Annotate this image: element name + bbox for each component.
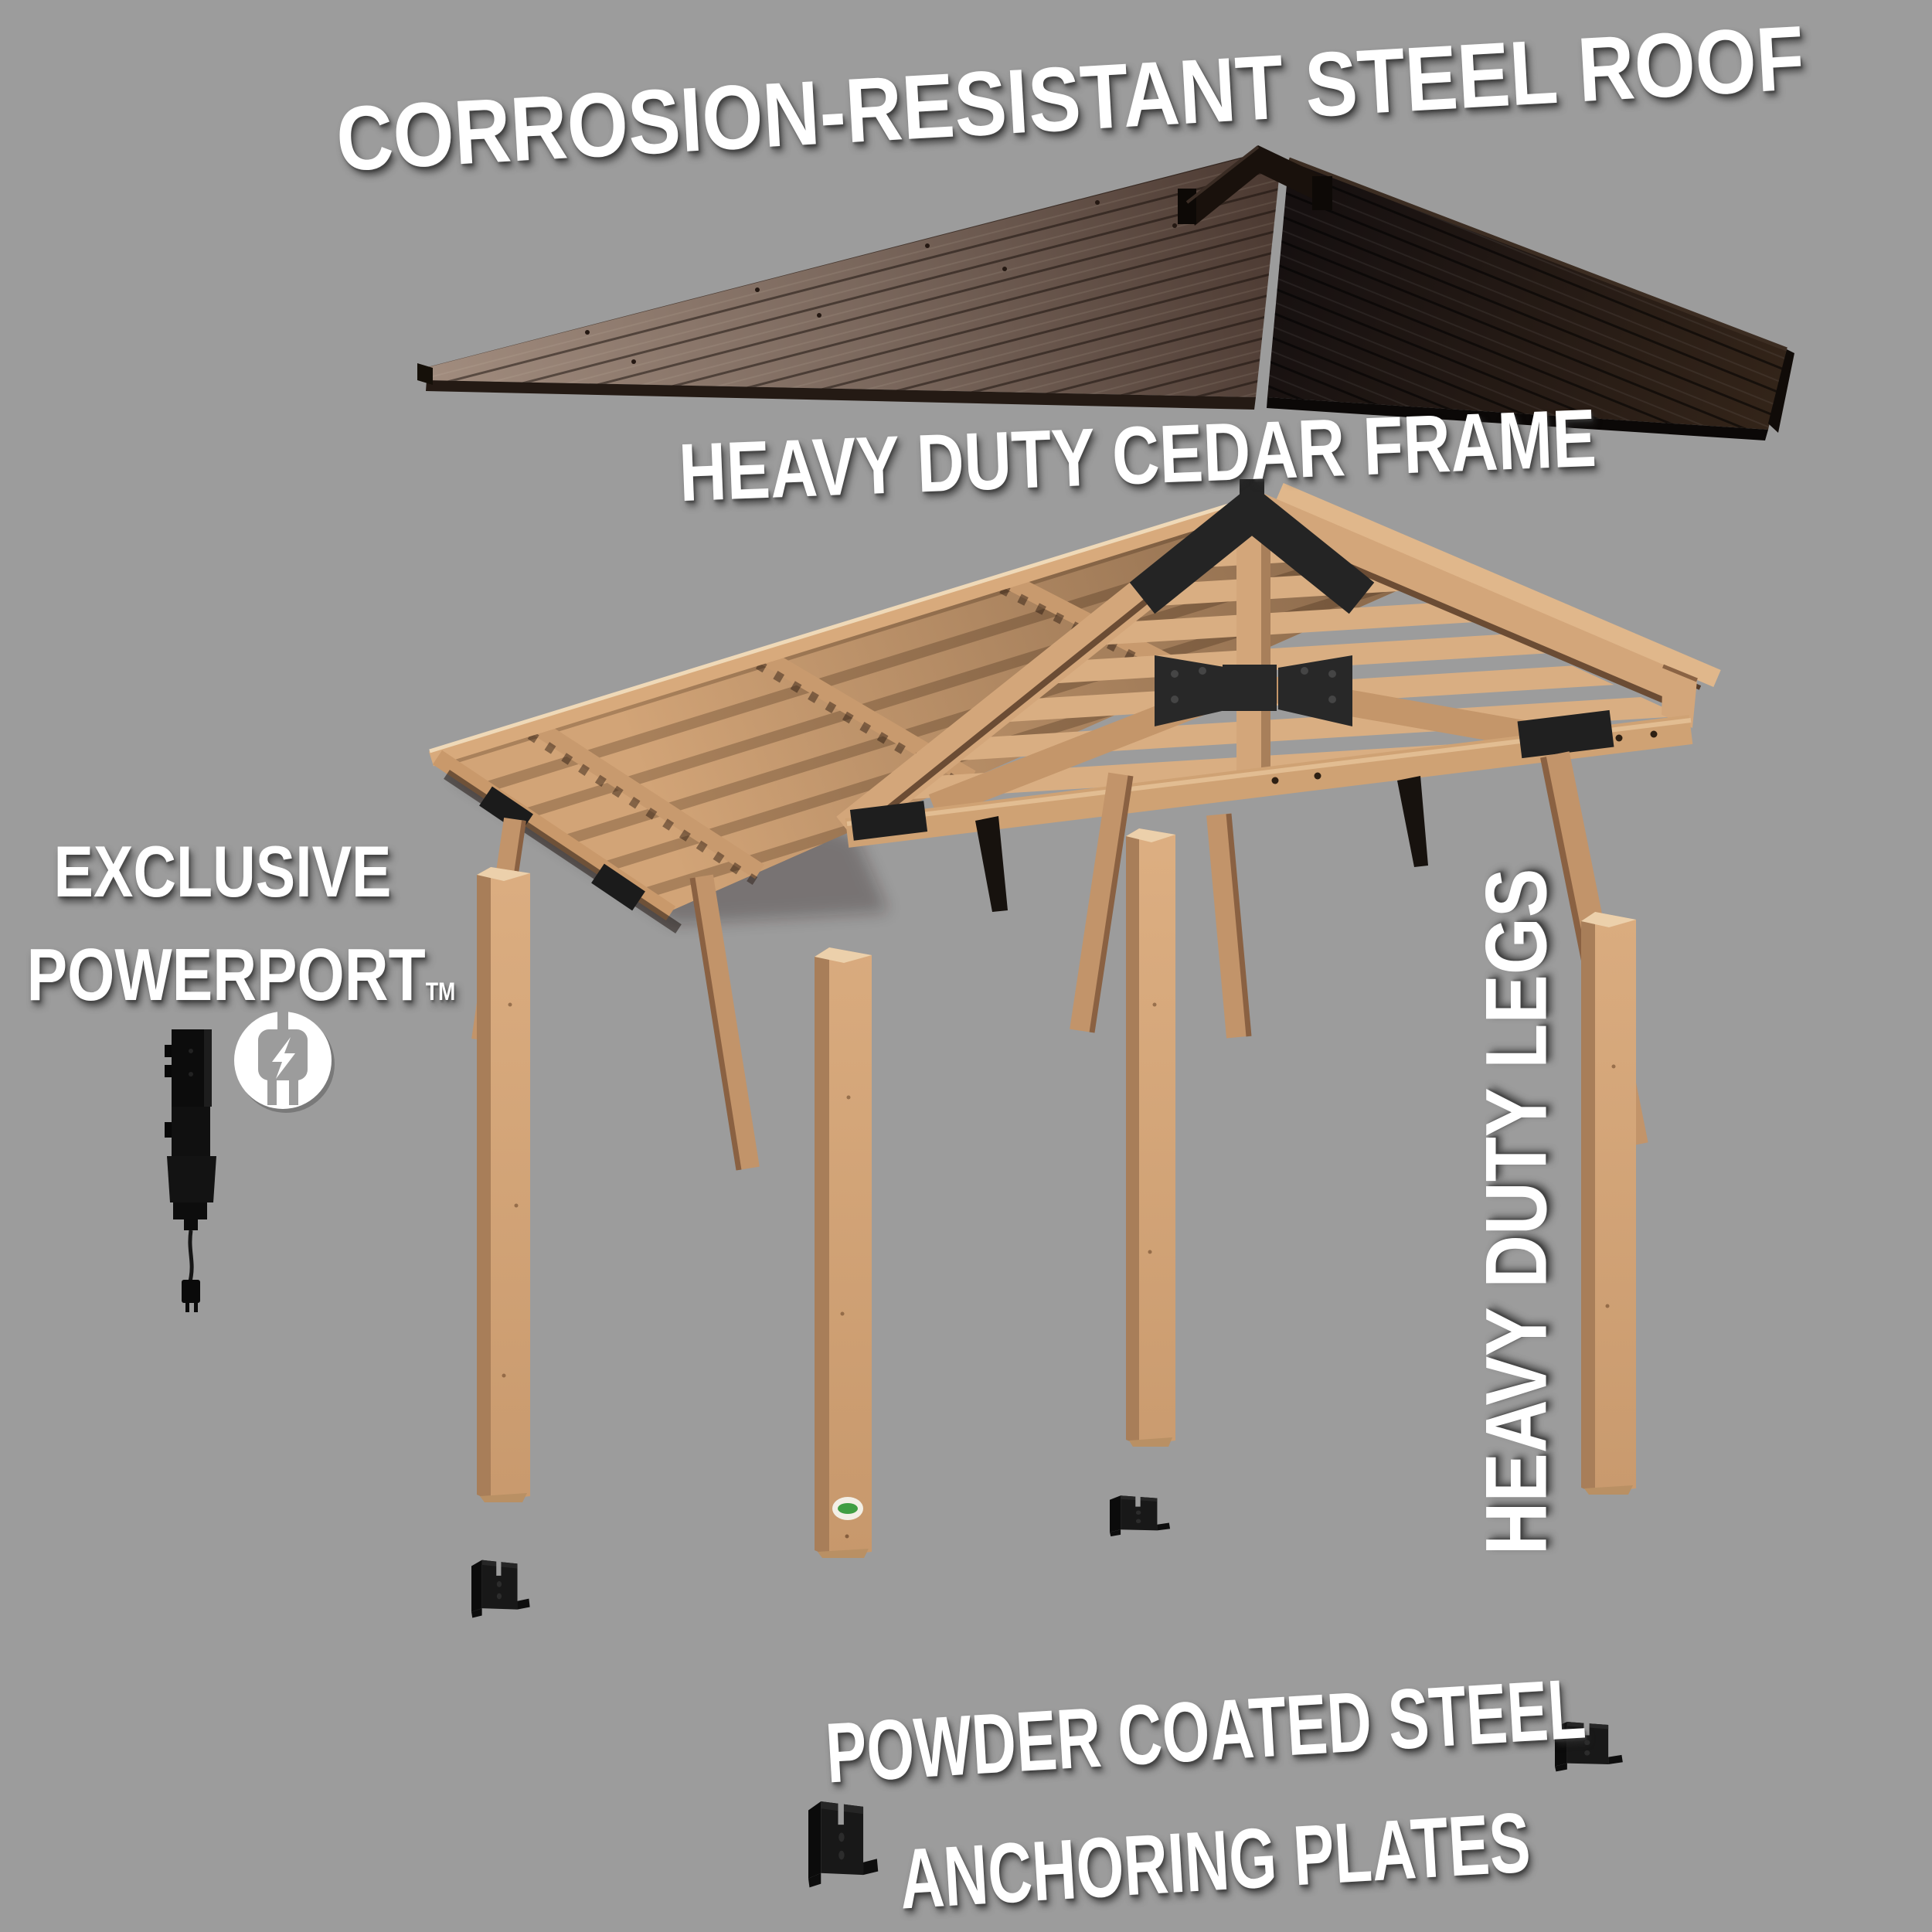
knee-brace	[689, 874, 760, 1171]
anchoring-plates	[471, 1494, 1623, 1888]
powerport-label-text: POWERPORT	[26, 934, 426, 1016]
brand-badge	[832, 1497, 863, 1520]
knee-brace	[1206, 813, 1252, 1039]
legs-label: HEAVY DUTY LEGS	[1468, 868, 1565, 1556]
powerport-icon	[234, 1009, 335, 1113]
frame-gable-truss	[836, 479, 1721, 912]
anchor-plate-4	[1555, 1719, 1623, 1772]
front-fascia-beam	[429, 496, 1257, 767]
knee-brace	[1070, 772, 1134, 1033]
right-chord-bracket	[1517, 709, 1614, 759]
right-corner-fascia	[1662, 666, 1697, 728]
truss-plate-bracket	[1155, 655, 1352, 726]
roof-ridge-cap	[1178, 145, 1332, 226]
leg-center-left	[815, 947, 872, 1558]
leg-center-right	[1126, 828, 1175, 1447]
roof-right-panel	[1267, 157, 1794, 440]
heavy-duty-legs	[477, 828, 1636, 1558]
trademark-symbol: TM	[425, 977, 456, 1005]
powerport-label-line2: POWERPORTTM	[27, 933, 456, 1018]
anchor-plate-1	[471, 1557, 530, 1618]
leg-far-right	[1581, 912, 1636, 1495]
right-rafter	[1245, 491, 1696, 710]
left-chord-bracket	[849, 801, 928, 841]
leg-far-left	[477, 867, 530, 1502]
steel-roof	[417, 145, 1794, 440]
anchor-plate-3	[1110, 1494, 1171, 1537]
power-plug	[182, 1280, 200, 1312]
anchor-plate-2	[808, 1798, 879, 1888]
powerport-label-line1: EXCLUSIVE	[53, 831, 392, 912]
roof-left-panel	[417, 151, 1279, 410]
power-cord	[188, 1230, 194, 1282]
lightning-bolt-icon	[272, 1037, 295, 1079]
roof-edge-beam	[1276, 482, 1721, 688]
powerport-device	[165, 1029, 216, 1312]
cedar-frame	[429, 479, 1721, 1171]
